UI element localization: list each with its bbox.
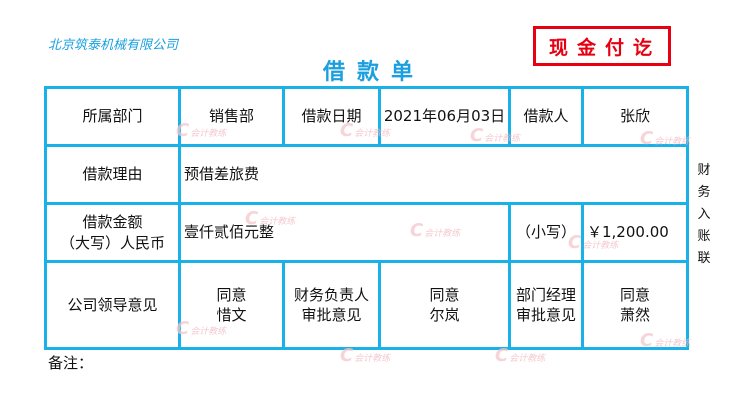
borrower-label: 借款人	[508, 86, 584, 147]
finance-head-label: 财务负责人 审批意见	[282, 260, 381, 350]
dept-manager-label-line1: 部门经理	[515, 285, 576, 304]
company-leader-label: 公司领导意见	[44, 260, 181, 350]
side-char: 财	[697, 163, 711, 178]
side-char: 务	[697, 185, 711, 200]
finance-head-signature: 尔岚	[429, 306, 460, 324]
dept-manager-label-line2: 审批意见	[515, 306, 576, 324]
finance-head-label-line1: 财务负责人	[293, 285, 369, 304]
date-value[interactable]: 2021年06月03日	[378, 86, 511, 147]
remark-label: 备注：	[48, 354, 94, 372]
table-row-reason: 借款理由 预借差旅费	[44, 144, 689, 205]
finance-copy-label: 财 务 入 账 联	[694, 160, 714, 270]
amount-label-line2: （大写）人民币	[59, 233, 165, 252]
dept-manager-label: 部门经理 审批意见	[508, 260, 584, 350]
finance-head-opinion-line1: 同意	[429, 285, 460, 304]
amount-label-line1: 借款金额	[82, 213, 143, 232]
document-title: 借款单	[322, 60, 425, 85]
dept-manager-opinion[interactable]: 同意 萧然	[581, 260, 689, 350]
company-leader-opinion[interactable]: 同意 惜文	[178, 260, 285, 350]
dept-value[interactable]: 销售部	[178, 86, 285, 147]
amount-label: 借款金额 （大写）人民币	[44, 202, 181, 263]
date-label: 借款日期	[282, 86, 381, 147]
amount-lower-value[interactable]: ￥1,200.00	[581, 202, 689, 263]
reason-value[interactable]: 预借差旅费	[178, 144, 689, 205]
company-name: 北京筑泰机械有限公司	[48, 38, 179, 53]
dept-label: 所属部门	[44, 86, 181, 147]
borrower-value[interactable]: 张欣	[581, 86, 689, 147]
table-row-approvals: 公司领导意见 同意 惜文 财务负责人 审批意见 同意 尔岚 部门经理 审批意见 …	[44, 260, 689, 350]
company-leader-signature: 惜文	[216, 306, 247, 324]
side-char: 联	[697, 251, 711, 266]
side-char: 入	[697, 207, 711, 222]
dept-manager-opinion-line1: 同意	[619, 285, 650, 304]
table-row-amount: 借款金额 （大写）人民币 壹仟贰佰元整 （小写） ￥1,200.00	[44, 202, 689, 263]
loan-form-table: 所属部门 销售部 借款日期 2021年06月03日 借款人 张欣 借款理由 预借…	[44, 86, 689, 350]
cash-paid-stamp: 现金付讫	[533, 26, 671, 66]
company-leader-opinion-line1: 同意	[216, 285, 247, 304]
finance-head-opinion[interactable]: 同意 尔岚	[378, 260, 511, 350]
amount-upper-value[interactable]: 壹仟贰佰元整	[178, 202, 511, 263]
dept-manager-signature: 萧然	[619, 306, 650, 324]
amount-lower-label: （小写）	[508, 202, 584, 263]
finance-head-label-line2: 审批意见	[301, 306, 362, 324]
reason-label: 借款理由	[44, 144, 181, 205]
table-row-department: 所属部门 销售部 借款日期 2021年06月03日 借款人 张欣	[44, 86, 689, 147]
side-char: 账	[697, 229, 711, 244]
